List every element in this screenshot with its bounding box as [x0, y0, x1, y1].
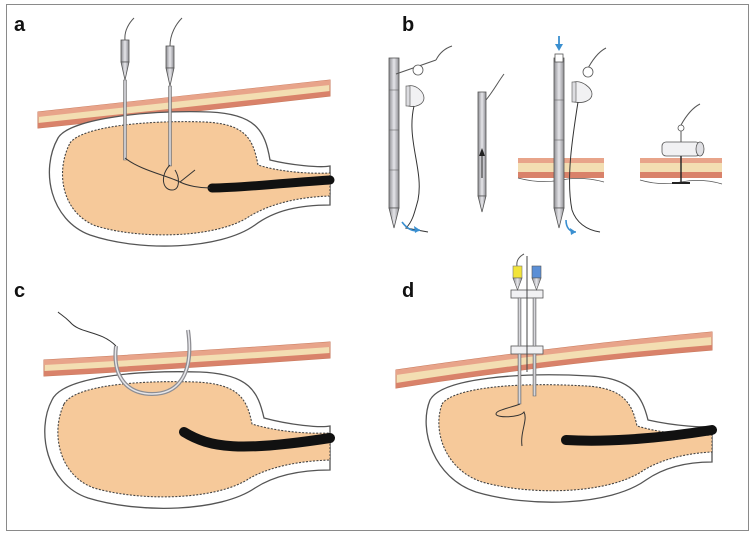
suture-thread-icon: [486, 74, 504, 100]
suture-thread-icon: [406, 106, 428, 232]
panel-a: [38, 18, 330, 246]
t-fastener-icon: [396, 46, 452, 107]
t-fastener-icon: [572, 48, 606, 103]
needle-icon: [554, 54, 564, 228]
suture-thread-icon: [58, 312, 116, 346]
needle-icon: [389, 58, 399, 228]
panel-d: [396, 254, 712, 502]
panel-c: [44, 312, 330, 508]
panel-b: [389, 36, 722, 235]
needle-icon: [478, 92, 486, 212]
